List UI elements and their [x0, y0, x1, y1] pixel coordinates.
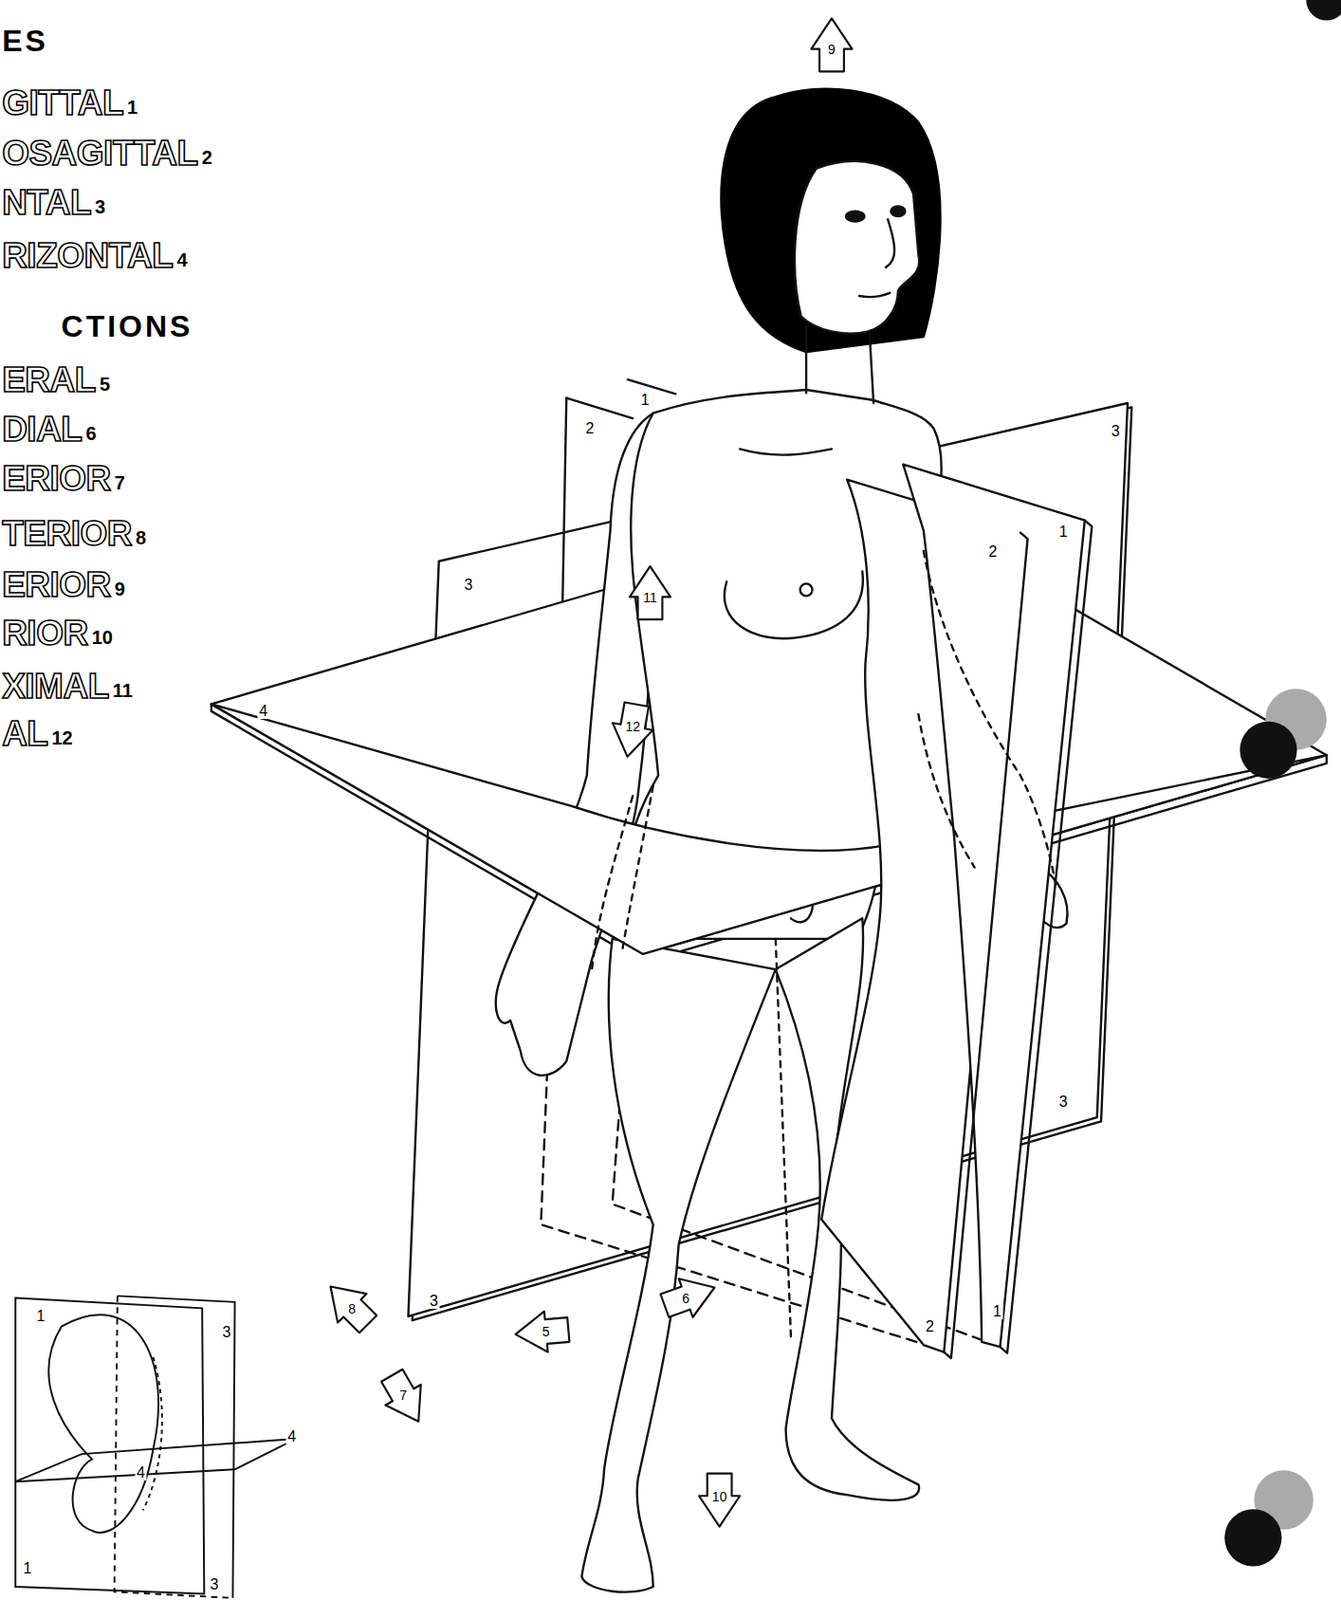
term-word: XIMAL — [1, 668, 110, 704]
legend-number: 8 — [135, 528, 147, 548]
direction-arrow — [315, 1271, 383, 1339]
callout-number: 5 — [542, 1324, 551, 1339]
plane-number: 2 — [987, 544, 1000, 560]
eye — [845, 211, 864, 222]
corner-dot — [1224, 1508, 1282, 1566]
leg — [581, 938, 775, 1593]
term-word: AL — [1, 715, 48, 751]
callout-number: 9 — [827, 42, 836, 56]
nose — [885, 219, 895, 268]
callout-number: 6 — [681, 1291, 690, 1305]
section-heading: CTIONS — [61, 311, 194, 342]
inset-organ — [48, 1314, 159, 1533]
plane-number: 4 — [134, 1465, 147, 1481]
plane-number: 2 — [923, 1319, 937, 1335]
median-plane-edge — [627, 379, 677, 394]
direction-arrow — [606, 700, 657, 761]
direction-arrow — [374, 1364, 437, 1432]
corner-dot — [1239, 721, 1297, 779]
direction-arrow — [629, 566, 671, 620]
direction-arrow — [658, 1267, 722, 1325]
plane-number: 1 — [639, 392, 652, 408]
legend-number: 9 — [114, 579, 126, 599]
legend-number: 6 — [85, 423, 96, 443]
legend-number: 11 — [112, 680, 133, 700]
term-word: TERIOR — [1, 514, 132, 551]
nipple — [800, 583, 813, 596]
legend-number: 12 — [51, 728, 73, 748]
neck — [806, 326, 874, 404]
term-word: OSAGITTAL — [1, 135, 199, 171]
mouth — [859, 293, 890, 297]
legend-number: 5 — [99, 374, 111, 394]
direction-arrow — [810, 18, 852, 72]
plane-number: 1 — [1057, 524, 1070, 540]
legend-number: 1 — [127, 97, 138, 117]
term-word: RIZONTAL — [1, 238, 173, 274]
inset-plane — [15, 1298, 204, 1595]
breast-outline — [724, 571, 864, 640]
corner-dot — [1305, 0, 1341, 21]
direction-arrow — [514, 1309, 570, 1356]
plane-number: 1 — [991, 1304, 1004, 1320]
plane-number: 3 — [427, 1293, 441, 1309]
term-word: DIAL — [1, 410, 82, 446]
horizontal-plane-front — [211, 703, 1327, 955]
plane-number: 3 — [1109, 423, 1122, 440]
direction-arrows — [315, 18, 852, 1526]
legend-number: 4 — [176, 250, 187, 270]
term-word: ERIOR — [1, 459, 111, 496]
parasagittal-plane-edge — [566, 398, 633, 420]
legend-number: 2 — [202, 147, 213, 167]
term-word: ERIOR — [1, 566, 111, 602]
term-word: NTAL — [1, 184, 92, 221]
plane-number: 3 — [1057, 1094, 1070, 1110]
callout-number: 7 — [399, 1388, 407, 1402]
plane-number: 1 — [21, 1561, 35, 1577]
plane-number: 3 — [461, 577, 475, 593]
inset-plane — [15, 1438, 296, 1482]
callout-number: 8 — [348, 1302, 356, 1316]
plane-edge — [1000, 520, 1093, 1354]
plane-number: 1 — [35, 1308, 48, 1324]
term-word: GITTAL — [1, 84, 124, 120]
callout-number: 12 — [624, 719, 641, 734]
section-heading: ES — [1, 25, 49, 56]
term-word: ERAL — [1, 362, 96, 398]
plane-number: 3 — [220, 1324, 233, 1341]
direction-arrow — [698, 1473, 740, 1527]
legend-number: 3 — [94, 197, 106, 217]
inset-illustration — [15, 1295, 296, 1598]
legend-number: 7 — [114, 473, 126, 493]
plane-number: 3 — [208, 1577, 221, 1593]
inset-cut-line — [143, 1357, 163, 1510]
callout-number: 10 — [712, 1489, 728, 1504]
plane-number: 2 — [584, 421, 597, 437]
hidden-body-line — [591, 551, 1057, 1337]
legend-number: 10 — [91, 627, 113, 647]
callout-number: 11 — [642, 590, 658, 605]
plane-number: 4 — [285, 1429, 298, 1445]
plane-number: 4 — [257, 703, 270, 719]
term-word: RIOR — [1, 615, 89, 651]
clavicle-line — [739, 448, 832, 455]
hair — [720, 89, 940, 353]
eye — [890, 205, 905, 217]
face — [794, 161, 919, 334]
